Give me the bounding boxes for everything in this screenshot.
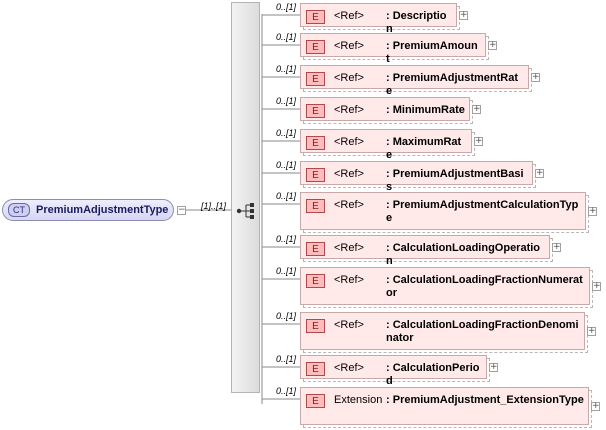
element-badge: E bbox=[306, 362, 325, 376]
element-name: PremiumAdjustmentRate bbox=[386, 72, 524, 98]
element-multiplicity: 0..[1] bbox=[276, 128, 297, 138]
expand-toggle-icon[interactable]: + bbox=[472, 104, 481, 114]
element-name: Description bbox=[386, 10, 452, 36]
expand-toggle-icon[interactable]: + bbox=[592, 281, 601, 291]
complex-type-name: PremiumAdjustmentType bbox=[36, 204, 169, 216]
element-multiplicity: 0..[1] bbox=[276, 191, 297, 201]
element-name: CalculationLoadingFractionDenominator bbox=[386, 319, 580, 345]
element-node[interactable]: E <Ref> CalculationLoadingOperation bbox=[300, 235, 553, 267]
element-node[interactable]: E <Ref> MinimumRate bbox=[300, 97, 473, 124]
element-node[interactable]: E <Ref> PremiumAmount bbox=[300, 33, 489, 65]
expand-toggle-icon[interactable]: + bbox=[552, 242, 561, 252]
element-multiplicity: 0..[1] bbox=[276, 386, 297, 396]
element-badge: E bbox=[306, 40, 325, 54]
element-multiplicity: 0..[1] bbox=[276, 96, 297, 106]
element-multiplicity: 0..[1] bbox=[276, 311, 297, 321]
expand-toggle-icon[interactable]: + bbox=[591, 401, 600, 411]
element-badge: E bbox=[306, 136, 325, 150]
expand-toggle-icon[interactable]: + bbox=[488, 40, 497, 50]
element-node[interactable]: E <Ref> CalculationLoadingFractionDenomina… bbox=[300, 312, 588, 353]
element-multiplicity: 0..[1] bbox=[276, 266, 297, 276]
element-multiplicity: 0..[1] bbox=[276, 64, 297, 74]
element-badge: E bbox=[306, 104, 325, 118]
element-badge: E bbox=[306, 10, 325, 24]
branch-lines bbox=[262, 14, 300, 400]
element-keyword: <Ref> bbox=[334, 319, 364, 331]
element-keyword: <Ref> bbox=[334, 136, 364, 148]
element-badge: E bbox=[306, 319, 325, 333]
element-node[interactable]: E <Ref> PremiumAdjustmentCalculationType bbox=[300, 192, 589, 233]
element-keyword: <Ref> bbox=[334, 40, 364, 52]
complex-type-node[interactable]: CT PremiumAdjustmentType bbox=[2, 199, 174, 221]
element-name: PremiumAdjustment_ExtensionType bbox=[386, 394, 584, 407]
expand-toggle-icon[interactable]: + bbox=[535, 168, 544, 178]
expand-toggle-icon[interactable]: + bbox=[587, 326, 596, 336]
element-keyword: <Ref> bbox=[334, 10, 364, 22]
element-multiplicity: 0..[1] bbox=[276, 160, 297, 170]
element-badge: E bbox=[306, 242, 325, 256]
element-node[interactable]: E <Ref> CalculationPeriod bbox=[300, 355, 490, 387]
element-name: CalculationLoadingFractionNumerator bbox=[386, 274, 585, 300]
element-keyword: <Ref> bbox=[334, 242, 364, 254]
expand-toggle-icon[interactable]: + bbox=[489, 362, 498, 372]
element-badge: E bbox=[306, 394, 325, 408]
element-name: MaximumRate bbox=[386, 136, 467, 162]
element-node[interactable]: E ExtensionPremiumAdjustment_ExtensionTyp… bbox=[300, 387, 592, 428]
element-node[interactable]: E <Ref> PremiumAdjustmentRate bbox=[300, 65, 532, 97]
expand-toggle-icon[interactable]: + bbox=[531, 72, 540, 82]
element-keyword: Extension bbox=[334, 394, 383, 406]
element-multiplicity: 0..[1] bbox=[276, 2, 297, 12]
element-badge: E bbox=[306, 199, 325, 213]
element-multiplicity: 0..[1] bbox=[276, 32, 297, 42]
element-name: MinimumRate bbox=[386, 104, 465, 117]
expand-toggle-icon[interactable]: + bbox=[588, 206, 597, 216]
element-node[interactable]: E <Ref> PremiumAdjustmentBasis bbox=[300, 161, 536, 193]
complex-type-badge: CT bbox=[8, 203, 30, 217]
element-badge: E bbox=[306, 168, 325, 182]
element-node[interactable]: E <Ref> CalculationLoadingFractionNumerato… bbox=[300, 267, 593, 308]
element-name: CalculationLoadingOperation bbox=[386, 242, 545, 268]
element-name: PremiumAmount bbox=[386, 40, 481, 66]
expand-toggle-icon[interactable]: + bbox=[474, 136, 483, 146]
element-keyword: <Ref> bbox=[334, 199, 364, 211]
element-name: CalculationPeriod bbox=[386, 362, 482, 388]
element-multiplicity: 0..[1] bbox=[276, 354, 297, 364]
element-badge: E bbox=[306, 274, 325, 288]
element-badge: E bbox=[306, 72, 325, 86]
element-keyword: <Ref> bbox=[334, 168, 364, 180]
expand-toggle-icon[interactable]: + bbox=[459, 10, 468, 20]
element-name: PremiumAdjustmentBasis bbox=[386, 168, 528, 194]
element-node[interactable]: E <Ref> MaximumRate bbox=[300, 129, 475, 161]
sequence-icon bbox=[236, 203, 254, 219]
collapse-toggle-icon[interactable]: − bbox=[177, 205, 186, 215]
element-keyword: <Ref> bbox=[334, 104, 364, 116]
sequence-compositor[interactable] bbox=[231, 2, 260, 393]
element-name: PremiumAdjustmentCalculationType bbox=[386, 199, 581, 225]
element-multiplicity: 0..[1] bbox=[276, 234, 297, 244]
element-keyword: <Ref> bbox=[334, 72, 364, 84]
element-node[interactable]: E <Ref> Description bbox=[300, 3, 460, 35]
element-keyword: <Ref> bbox=[334, 274, 364, 286]
complex-type-multiplicity: [1]..[1] bbox=[201, 201, 227, 211]
element-keyword: <Ref> bbox=[334, 362, 364, 374]
